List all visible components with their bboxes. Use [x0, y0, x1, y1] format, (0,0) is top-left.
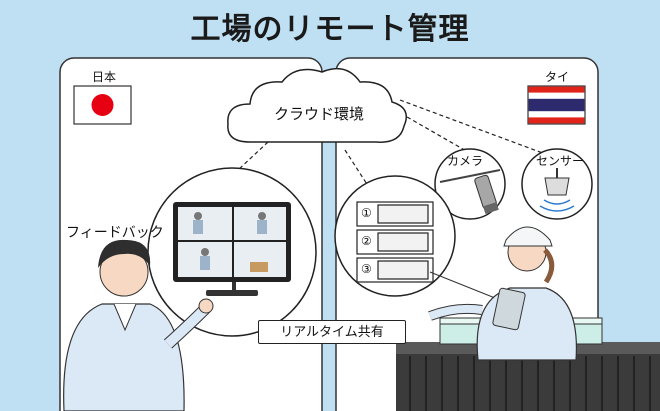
thailand-flag-icon — [527, 85, 586, 125]
conveyor-belt — [396, 342, 660, 411]
japan-label: 日本 — [92, 70, 117, 84]
step-3-marker: ③ — [361, 262, 372, 276]
sensor-icon — [521, 148, 593, 220]
japan-worker — [63, 239, 214, 411]
page-title: 工場のリモート管理 — [190, 12, 470, 47]
step-1-marker: ① — [361, 206, 372, 220]
thailand-label: タイ — [545, 70, 570, 84]
realtime-share-label: リアルタイム共有 — [258, 320, 406, 344]
thai-worker — [428, 226, 578, 361]
monitor-icon — [173, 202, 291, 296]
step-2-marker: ② — [361, 234, 372, 248]
cloud-label: クラウド環境 — [274, 105, 365, 123]
connection-lines — [237, 99, 549, 193]
japan-flag-icon — [73, 85, 132, 125]
sensor-label: センサー — [536, 154, 585, 168]
product-box — [439, 317, 483, 345]
feedback-label: フィードバック — [66, 225, 164, 241]
instruction-sheet — [356, 201, 434, 283]
camera-label: カメラ — [447, 154, 484, 168]
cloud-icon — [227, 67, 407, 143]
camera-icon — [434, 148, 506, 220]
instruction-pointer-line — [429, 271, 501, 301]
